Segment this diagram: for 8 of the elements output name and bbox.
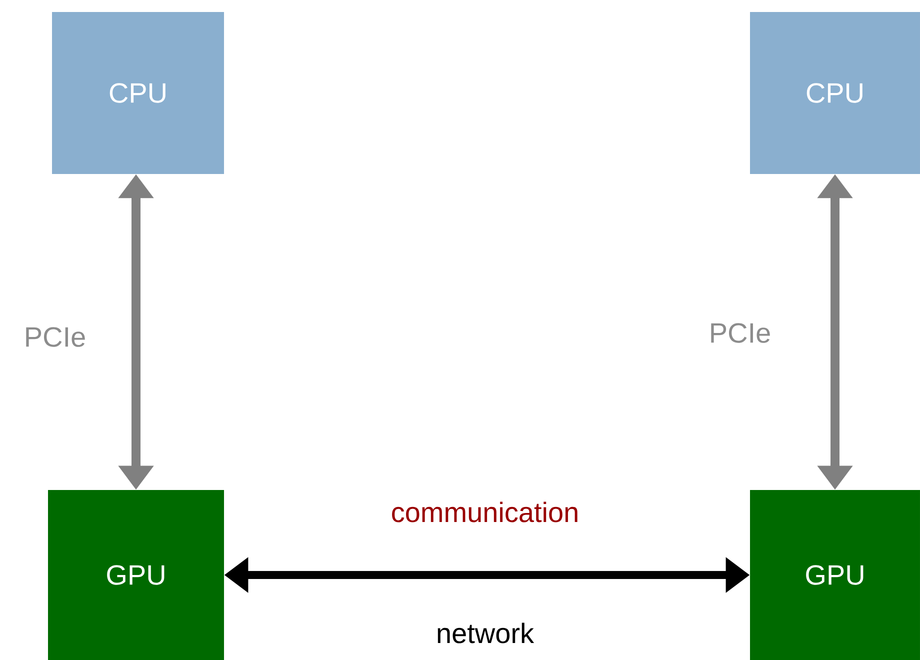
gpu-box: GPU [750,490,920,660]
edge-label: PCIe [711,323,770,343]
gpu-box: GPU [48,490,224,660]
cpu-box: CPU [750,12,920,174]
caption-text: communication [392,502,578,522]
cpu-box: CPU [52,12,224,174]
edge-label: network [438,622,534,644]
edge-label: PCIe [26,327,85,347]
